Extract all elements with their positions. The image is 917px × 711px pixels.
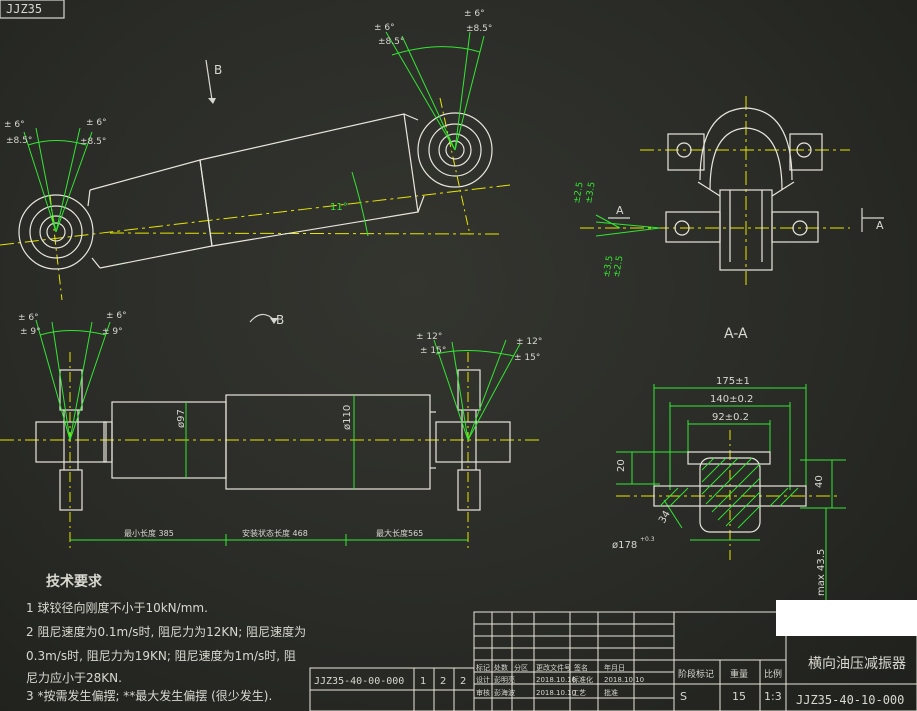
len-max-label: 最大长度565 [376, 528, 423, 538]
dim-140: 140±0.2 [710, 394, 753, 405]
file-tab[interactable]: JJZ35 [0, 0, 65, 19]
angle-label: 11° [330, 202, 348, 213]
row-check-name: 彭海波 [494, 688, 515, 697]
technical-requirements: 技术要求 1 球铰径向刚度不小于10kN/mm. 2 阻尼速度为0.1m/s时,… [26, 573, 306, 703]
section-dim-4: ±3.5 [602, 255, 616, 278]
dim-20: 20 [616, 459, 627, 472]
dim-92: 92±0.2 [712, 412, 749, 423]
top-view: 11° ± 6° ±8.5° ± 6° ±8.5° ± 6° ±8.5° ± 6… [0, 9, 511, 301]
row-approve: 批准 [604, 688, 618, 697]
drawing-number: JJZ35-40-10-000 [796, 693, 904, 707]
tech-line-1: 1 球铰径向刚度不小于10kN/mm. [26, 600, 208, 615]
top-left-tol-2: ±8.5° [6, 136, 32, 146]
side-left-tol-1: ± 6° [18, 313, 39, 323]
top-left-tol-3: ± 6° [86, 118, 107, 128]
dia-large-label: ø110 [342, 405, 353, 430]
file-tab-label: JJZ35 [6, 2, 42, 16]
row-check-date: 2018.10.10 [536, 689, 576, 697]
side-left-tol-3: ± 6° [106, 311, 127, 321]
section-aa-title: A-A [724, 326, 748, 342]
dim-175: 175±1 [716, 376, 750, 387]
dim-40: 40 [814, 475, 825, 488]
tech-heading: 技术要求 [46, 573, 103, 590]
hdr-sign: 签名 [574, 663, 588, 672]
section-dim-3: ±2.5 [612, 255, 626, 278]
side-right-tol-1: ± 12° [416, 332, 442, 342]
redaction-patch [776, 600, 917, 636]
hdr-zone: 分区 [514, 663, 528, 672]
top-left-tol-1: ± 6° [4, 120, 25, 130]
dim-max-43-5: max 43.5 [816, 549, 827, 596]
hdr-mark: 标记 [476, 663, 490, 672]
side-right-tol-2: ± 15° [420, 346, 446, 356]
qty-3: 2 [460, 676, 466, 687]
tech-line-2: 2 阻尼速度为0.1m/s时, 阻尼力为12KN; 阻尼速度为 [26, 624, 306, 639]
row-design-date: 2018.10.10 [536, 676, 576, 684]
dia-small-label: ø97 [176, 409, 187, 428]
top-right-tol-3: ± 6° [464, 9, 485, 19]
scale-value: 1:3 [764, 690, 782, 703]
dim-dia-tol: +0.3 [640, 536, 655, 543]
side-right-tol-3: ± 12° [516, 337, 542, 347]
drawing-title: 横向油压减振器 [808, 656, 906, 672]
detail-view: 175±1 140±0.2 92±0.2 20 40 34 ø178 +0.3 … [612, 376, 846, 600]
tech-line-3: 0.3m/s时, 阻尼力为19KN; 阻尼速度为1m/s时, 阻 [26, 648, 296, 663]
section-a-left-label: A [616, 204, 624, 217]
side-left-tol-4: ± 9° [102, 327, 123, 337]
top-left-tol-4: ±8.5° [80, 137, 106, 147]
row-std-date: 2018.10.10 [604, 676, 644, 684]
qty-2: 2 [440, 676, 446, 687]
stage-mark-header: 阶段标记 [678, 668, 714, 680]
top-right-tol-2: ±8.5° [378, 37, 404, 47]
weight-value: 15 [732, 690, 746, 703]
row-check: 审核 [476, 688, 490, 697]
top-right-tol-1: ± 6° [374, 23, 395, 33]
side-view: ø97 ø110 最小长度 385 安装状态长度 468 最大长度565 ± 6… [0, 311, 542, 552]
section-dim-2: ±3.5 [584, 181, 598, 204]
len-min-label: 最小长度 385 [124, 528, 174, 538]
section-dim-1: ±2.5 [572, 181, 586, 204]
view-b-label: B [276, 313, 284, 327]
view-arrow-b-label: B [214, 63, 222, 77]
section-a-right-label: A [876, 219, 884, 232]
side-left-tol-2: ± 9° [20, 327, 41, 337]
hdr-count: 处数 [494, 663, 508, 672]
hdr-docno: 更改文件号 [536, 663, 571, 672]
row-design: 设计 [476, 675, 490, 684]
dim-dia-178: ø178 [612, 540, 637, 551]
qty-1: 1 [420, 676, 426, 687]
top-right-tol-4: ±8.5° [466, 24, 492, 34]
side-right-tol-4: ± 15° [514, 353, 540, 363]
row-design-name: 彭明亮 [494, 675, 515, 684]
section-aa-view: ±2.5 ±3.5 ±2.5 ±3.5 A A A-A [572, 96, 884, 342]
tech-line-4: 尼力应小于28KN. [26, 670, 122, 685]
title-block: JJZ35-40-00-000 1 2 2 [309, 611, 917, 711]
scale-header: 比例 [764, 668, 782, 680]
weight-header: 重量 [730, 668, 748, 680]
part-number-left: JJZ35-40-00-000 [314, 676, 404, 687]
len-mid-label: 安装状态长度 468 [242, 528, 308, 538]
tech-line-5: 3 *按需发生偏摆; **最大发生偏摆 (很少发生). [26, 688, 272, 703]
dim-34: 34 [657, 509, 673, 526]
hdr-date: 年月日 [604, 663, 625, 672]
row-std: 标准化 [572, 675, 593, 684]
stage-value: S [680, 690, 687, 703]
row-craft: 工艺 [572, 689, 586, 697]
